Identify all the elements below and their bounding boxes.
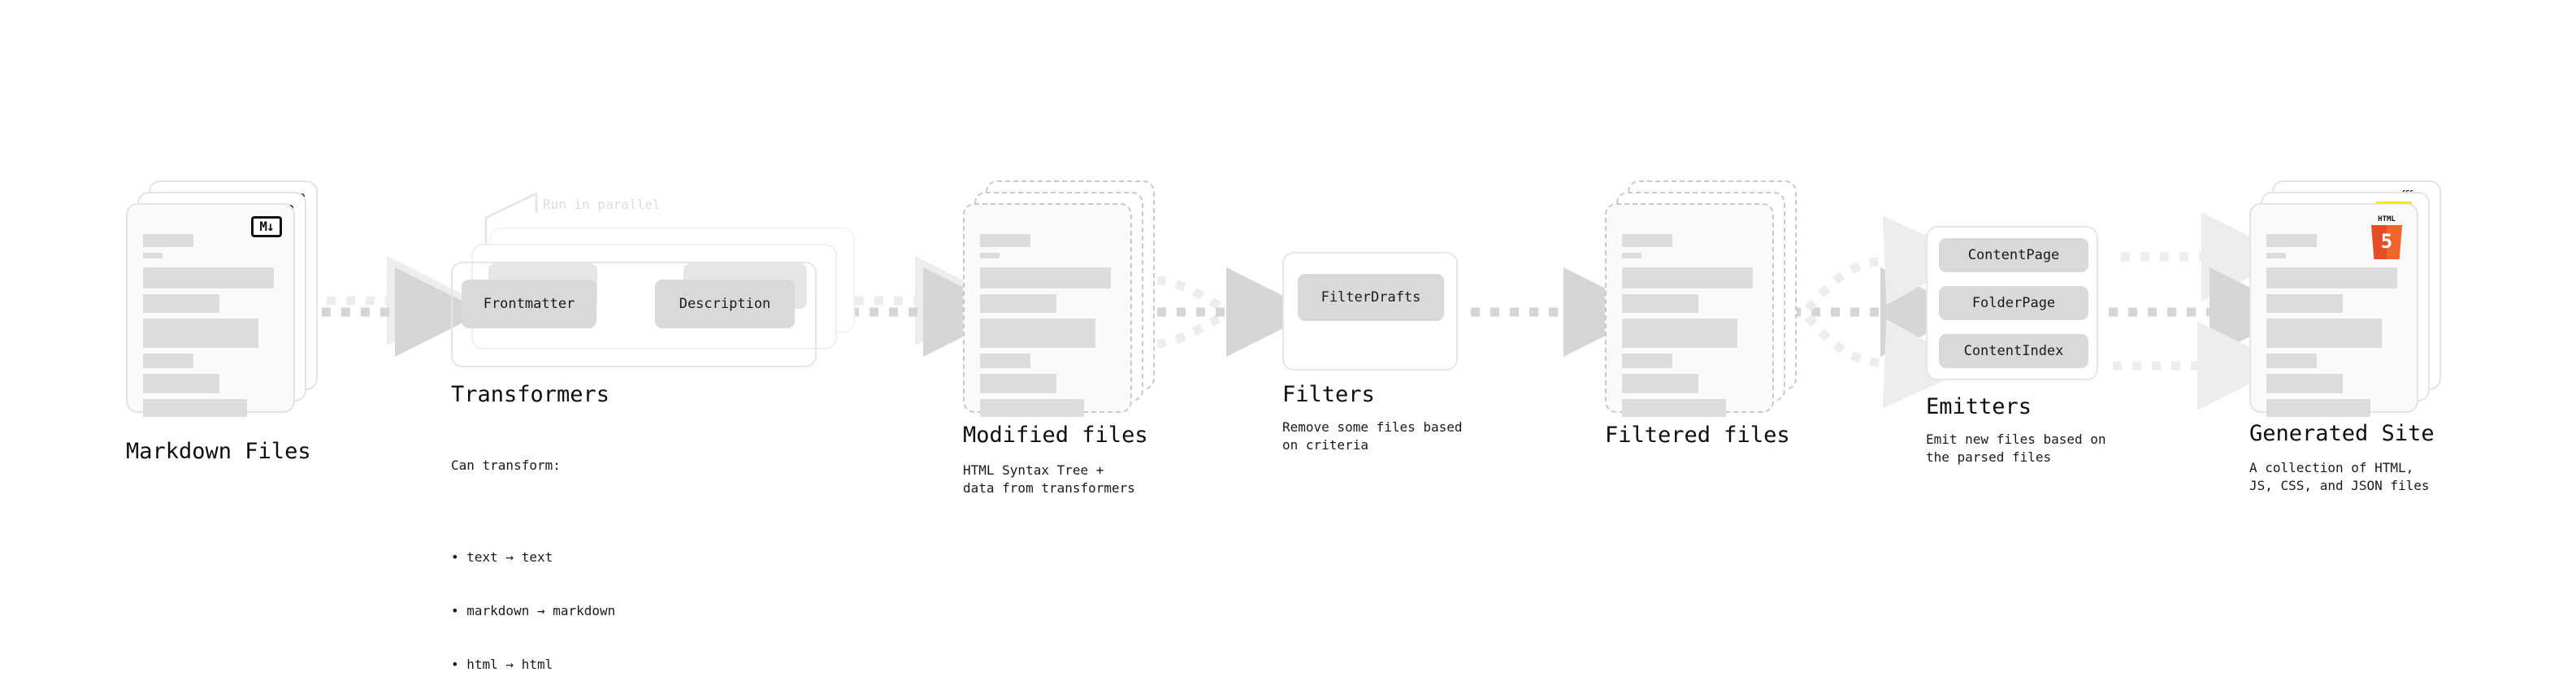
stage-markdown-files: M↓ M↓ M↓	[126, 180, 321, 423]
markdown-card-front: M↓	[126, 203, 295, 417]
chip-contentpage[interactable]: ContentPage	[1939, 238, 2088, 272]
emitters-panel: ContentPage FolderPage ContentIndex	[1926, 226, 2098, 380]
stage-title-transformers: Transformers	[451, 382, 610, 407]
transformers-bullet-1: • text → text	[451, 549, 553, 565]
transformer-panel-front: Frontmatter Description	[451, 262, 817, 367]
transformers-subtitle-text: Can transform:	[451, 458, 561, 474]
stage-subtitle-transformers: Can transform: • text → text • markdown …	[451, 421, 615, 681]
transformers-bullet-2: • markdown → markdown	[451, 602, 616, 618]
modified-card-front	[963, 203, 1132, 417]
skeleton-lines	[1622, 234, 1760, 417]
stage-title-modified-files: Modified files	[963, 423, 1148, 448]
transformers-bullet-3: • html → html	[451, 657, 553, 673]
connector-filtered-to-emitters	[1792, 215, 1974, 409]
stage-title-generated-site: Generated Site	[2249, 421, 2435, 446]
stage-filtered-files	[1605, 180, 1800, 423]
stage-subtitle-modified-files: HTML Syntax Tree + data from transformer…	[963, 462, 1135, 497]
chip-contentindex[interactable]: ContentIndex	[1939, 334, 2088, 368]
stage-title-filters: Filters	[1282, 382, 1375, 407]
stage-title-filtered-files: Filtered files	[1605, 423, 1790, 448]
filters-panel: FilterDrafts	[1282, 252, 1458, 371]
chip-folderpage[interactable]: FolderPage	[1939, 286, 2088, 320]
run-in-parallel-label: Run in parallel	[543, 197, 661, 212]
chip-frontmatter[interactable]: Frontmatter	[462, 280, 596, 328]
html5-icon: HTML 5	[2371, 216, 2402, 259]
stage-modified-files	[963, 180, 1158, 423]
connector-emitters-to-site	[2109, 212, 2299, 410]
filtered-card-front	[1605, 203, 1774, 417]
stage-title-markdown-files: Markdown Files	[126, 439, 311, 464]
chip-description[interactable]: Description	[655, 280, 795, 328]
skeleton-lines	[2266, 234, 2405, 417]
stage-subtitle-filters: Remove some files based on criteria	[1282, 419, 1463, 453]
stage-generated-site: CSS HTML 5	[2249, 180, 2444, 423]
stage-subtitle-emitters: Emit new files based on the parsed files	[1926, 432, 2106, 466]
chip-filterdrafts[interactable]: FilterDrafts	[1298, 274, 1444, 321]
stage-subtitle-generated-site: A collection of HTML, JS, CSS, and JSON …	[2249, 460, 2430, 494]
skeleton-lines	[143, 234, 281, 417]
markdown-icon: M↓	[251, 216, 282, 237]
stage-title-emitters: Emitters	[1926, 394, 2032, 419]
skeleton-lines	[980, 234, 1118, 417]
site-card-front: HTML 5	[2249, 203, 2418, 417]
